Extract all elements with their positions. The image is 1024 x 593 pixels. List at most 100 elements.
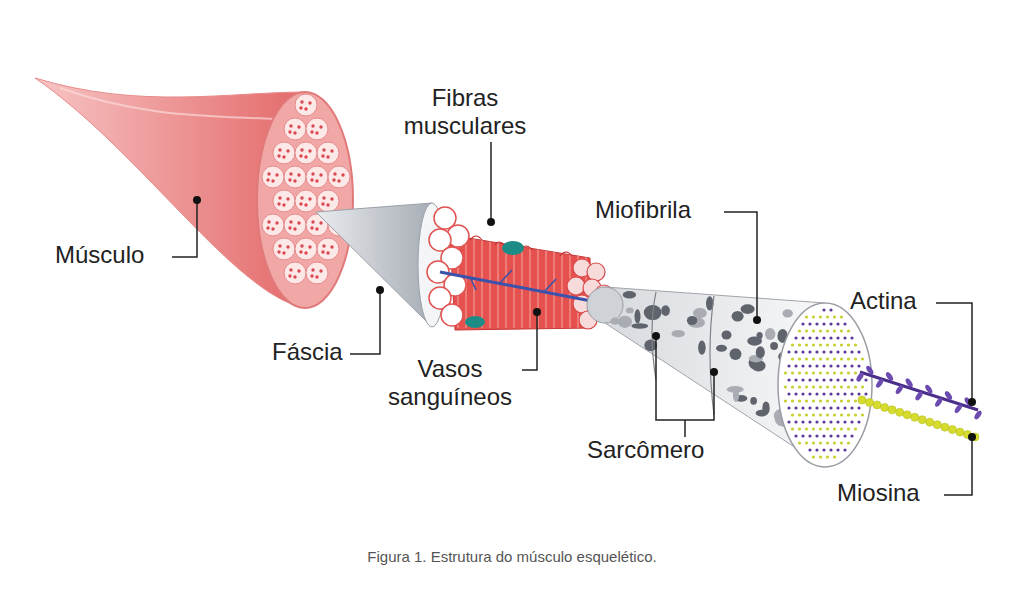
myosin-bead [903,411,911,419]
part-label: Músculo [55,241,173,269]
leader-dot [376,286,384,294]
fiber-dot [282,203,285,206]
fiber-dot [267,220,270,223]
filament-dot [850,434,853,437]
fiber-dot [299,154,302,157]
filament-dot [822,448,825,451]
filament-dot [794,364,797,367]
filament-dot [840,399,843,402]
fiber-dot [326,251,329,254]
filament-dot [840,441,843,444]
fiber-stripe [553,252,555,328]
nucleus [502,241,524,255]
filament-dot [836,420,839,423]
filament-dot [815,336,818,339]
filament-dot [808,392,811,395]
fiber-dot [322,196,325,199]
fiber-stripe [489,242,491,328]
fiber-dot [278,196,281,199]
fiber-dot [289,268,292,271]
fiber-dot [333,172,336,175]
filament-dot [819,343,822,346]
fiber-dot [282,251,285,254]
filament-dot [822,378,825,381]
myofibril-blotch [732,311,744,322]
filament-dot [815,350,818,353]
fiber-dot [289,172,292,175]
fascicle [284,262,306,284]
filament-dot [833,441,836,444]
fiber-dot [266,226,269,229]
sarcomere-bracket [656,336,714,420]
myofibril-blotch [635,309,641,323]
filament-dot [822,434,825,437]
filament-dot [798,357,801,360]
myosin-bead [948,426,956,434]
filament-dot [829,336,832,339]
fascicle [317,238,339,260]
myofibril-blotch [716,345,727,352]
myofibril-blotch [765,328,775,340]
filament-dot [833,315,836,318]
fiber-dot [322,148,325,151]
filament-dot [791,399,794,402]
fiber-dot [297,221,300,224]
filament-dot [833,343,836,346]
filament-dot [815,322,818,325]
leader-dot [652,332,660,340]
fiber-dot [288,226,291,229]
filament-dot [822,406,825,409]
filament-dot [829,364,832,367]
fiber-dot [299,250,302,253]
filament-dot [843,392,846,395]
filament-dot [829,434,832,437]
filament-dot [805,357,808,360]
fascicle [273,190,295,212]
filament-dot [805,329,808,332]
filament-dot [822,392,825,395]
filament-dot [829,350,832,353]
fiber-dot [300,244,303,247]
filament-dot [861,385,864,388]
myosin-bead [926,418,934,426]
fiber-stripe [497,243,499,328]
fiber-dot [310,130,313,133]
filament-dot [794,392,797,395]
filament-dot [798,399,801,402]
filament-dot [864,378,867,381]
fascia-cone [316,203,432,327]
fascicle [306,166,328,188]
filament-dot [850,336,853,339]
filament-dot [819,455,822,458]
leader-dot [193,196,201,204]
filament-dot [840,413,843,416]
filament-dot [857,420,860,423]
filament-dot [836,434,839,437]
actin-leaf [865,365,875,376]
filament-dot [812,329,815,332]
filament-dot [847,357,850,360]
myosin-bead [956,428,964,436]
filament-dot [798,343,801,346]
leader-lines [172,142,972,495]
fiber-dot [315,179,318,182]
fiber-dot [293,275,296,278]
filament-dot [854,413,857,416]
filament-dot [850,392,853,395]
filament-dot [836,350,839,353]
filament-dot [784,399,787,402]
filament-dot [843,434,846,437]
filament-dot [836,406,839,409]
filament-dot [833,371,836,374]
fascicle [317,142,339,164]
filament-dot [847,427,850,430]
filament-dot [801,322,804,325]
filament-dot [815,392,818,395]
leader-line [724,212,757,320]
filament-dot [847,329,850,332]
filament-dot [840,385,843,388]
filament-dot [850,350,853,353]
leader-dot [968,398,976,406]
filament-dot [847,413,850,416]
